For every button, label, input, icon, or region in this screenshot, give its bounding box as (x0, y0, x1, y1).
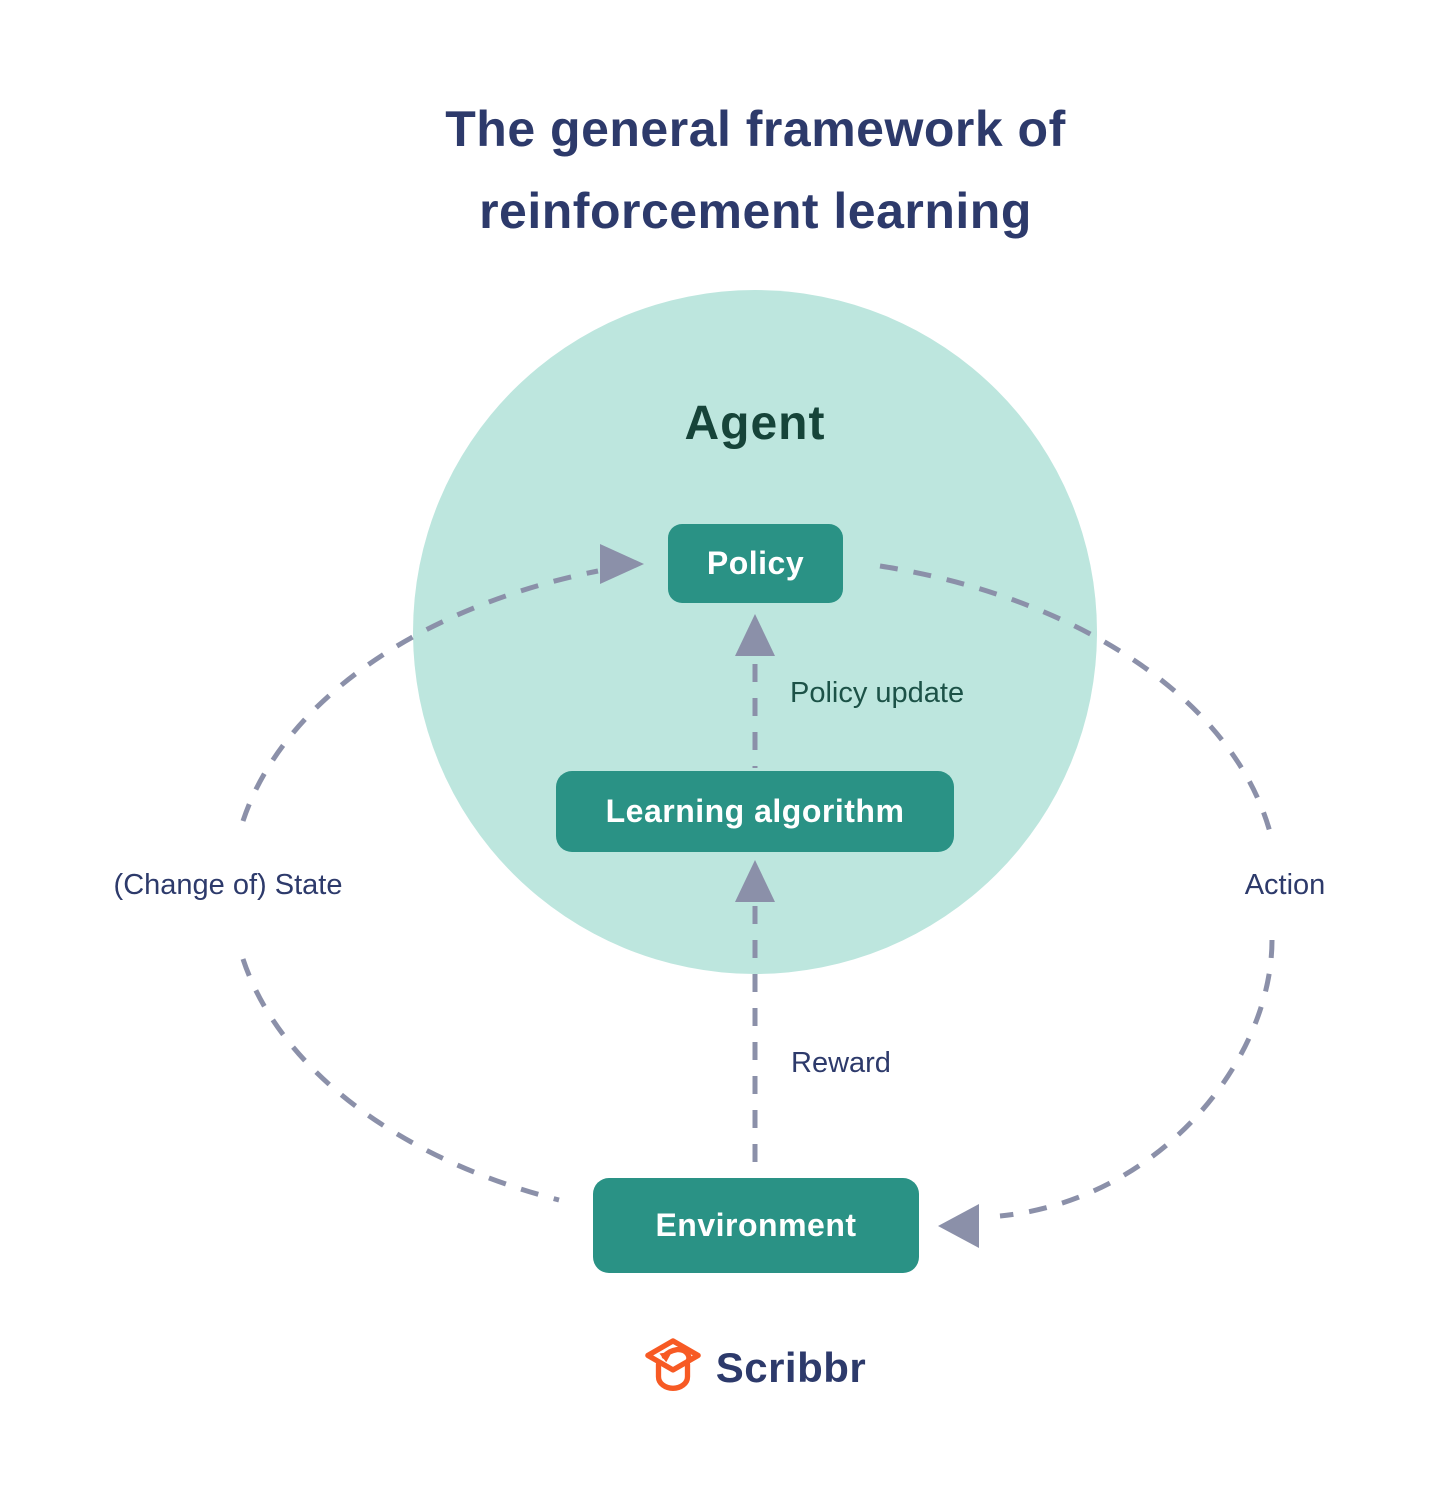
page-title-line-1: The general framework of (445, 101, 1066, 157)
state-arc-lower (240, 958, 560, 1203)
node-environment-label: Environment (655, 1207, 857, 1243)
edge-label-change-of-state: (Change of) State (113, 869, 343, 901)
edge-label-action: Action (1244, 869, 1326, 901)
action-arc-upper (879, 563, 1275, 841)
arrowhead-into-environment (938, 1204, 979, 1248)
arrowhead-policy-update (735, 614, 775, 656)
node-policy-label: Policy (706, 545, 805, 581)
agent-label: Agent (684, 397, 826, 450)
state-arc-upper (240, 568, 599, 822)
node-learning-algorithm: Learning algorithm (556, 771, 954, 852)
page-title-line-2: reinforcement learning (479, 183, 1032, 239)
edge-label-policy-update: Policy update (790, 677, 965, 709)
node-learning-algorithm-label: Learning algorithm (605, 793, 905, 829)
graduation-cap-icon (644, 1338, 701, 1391)
arrowhead-reward (735, 860, 775, 902)
arrowhead-into-policy (600, 544, 644, 584)
node-environment: Environment (593, 1178, 919, 1273)
node-policy: Policy (668, 524, 843, 603)
brand-wordmark: Scribbr (715, 1344, 867, 1391)
brand-logo: Scribbr (425, 1336, 1085, 1400)
action-arc-lower (999, 939, 1275, 1219)
edge-label-reward: Reward (791, 1047, 891, 1079)
page-title: The general framework of reinforcement l… (30, 88, 1451, 252)
